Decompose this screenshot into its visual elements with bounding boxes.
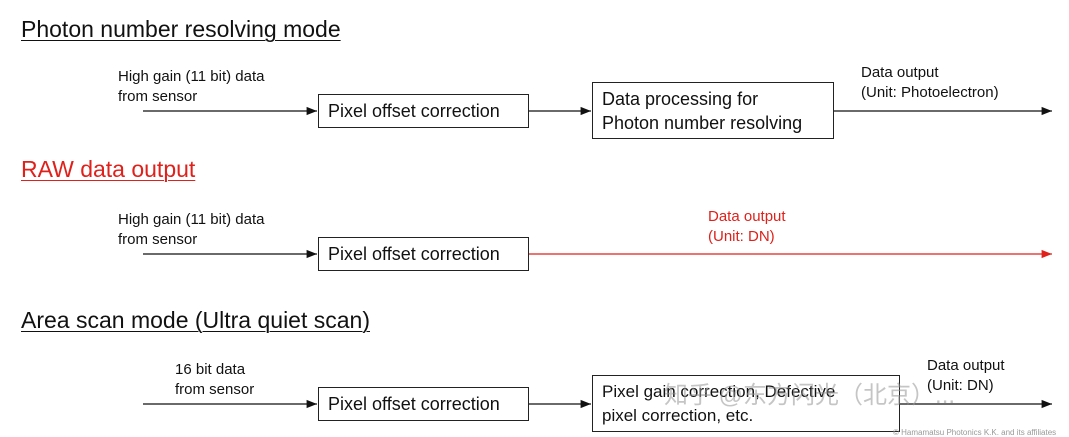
output-label-1-line1: Data output [861,64,939,81]
copyright-footer: © Hamamatsu Photonics K.K. and its affil… [893,428,1057,437]
gain-defect-correction-line1: Pixel gain correction, Defective [602,382,836,401]
output-label-2: Data output (Unit: DN) [708,207,786,247]
output-label-3: Data output (Unit: DN) [927,356,1005,396]
output-label-2-line2: (Unit: DN) [708,228,775,245]
watermark-text: 知乎 @东方闪光（北京）... [664,382,956,409]
source-label-3-line2: from sensor [175,381,255,398]
pixel-offset-correction-box-3: Pixel offset correction [318,387,529,421]
source-label-2-line1: High gain (11 bit) data [118,211,265,228]
source-label-1: High gain (11 bit) data from sensor [118,67,264,107]
section-heading-area-scan: Area scan mode (Ultra quiet scan) [21,307,370,333]
source-label-1-line2: from sensor [118,88,198,105]
source-label-3-line1: 16 bit data [175,361,246,378]
photon-processing-line2: Photon number resolving [602,113,803,133]
section-heading-photon-number: Photon number resolving mode [21,16,341,42]
source-label-2: High gain (11 bit) data from sensor [118,210,264,250]
pixel-offset-correction-box-2: Pixel offset correction [318,237,529,271]
photon-processing-line1: Data processing for [602,89,759,109]
output-label-1-line2: (Unit: Photoelectron) [861,84,999,101]
source-label-3: 16 bit data from sensor [175,360,254,400]
gain-defect-correction-box: Pixel gain correction, Defective pixel c… [592,375,900,432]
source-label-1-line1: High gain (11 bit) data [118,68,265,85]
output-label-2-line1: Data output [708,208,786,225]
section-heading-raw-data: RAW data output [21,156,196,182]
output-label-3-line2: (Unit: DN) [927,377,994,394]
output-label-3-line1: Data output [927,357,1005,374]
output-label-1: Data output (Unit: Photoelectron) [861,63,999,103]
photon-processing-box: Data processing for Photon number resolv… [592,82,834,139]
source-label-2-line2: from sensor [118,231,198,248]
gain-defect-correction-line2: pixel correction, etc. [602,406,754,425]
pixel-offset-correction-box-1: Pixel offset correction [318,94,529,128]
